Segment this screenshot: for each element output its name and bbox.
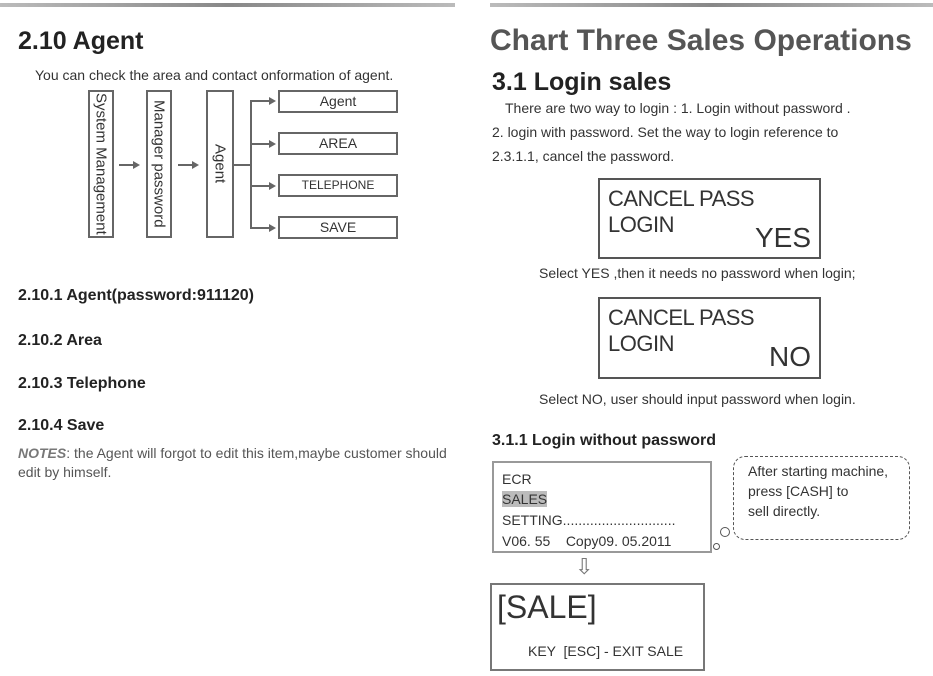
branch-line [250,100,252,228]
connector [250,143,269,145]
arrow-icon [269,182,276,190]
screen-cancel-pass-no: CANCEL PASS LOGIN NO [598,297,821,379]
connector [119,164,133,166]
screen-line: CANCEL PASS LOGIN [608,186,755,237]
body-line: 2. login with password. Set the way to l… [492,124,839,140]
thought-dot [713,543,720,550]
subsection-area: 2.10.2 Area [18,332,102,349]
connector [250,227,269,229]
menu-item-sales: SALES [502,491,548,507]
step-label: Manager password [150,100,168,228]
screen-value: NO [769,341,811,372]
sale-title: [SALE] [497,589,597,625]
screen-value: YES [754,222,811,253]
arrow-icon [269,97,276,105]
caption-yes: Select YES ,then it needs no password wh… [539,265,856,281]
arrow-icon [192,161,199,169]
subsection-agent: 2.10.1 Agent(password:911120) [18,287,254,304]
main-menu-screen: ECR SALES SETTING.......................… [492,461,712,553]
option-agent: Agent [278,90,398,113]
step-agent: Agent [206,90,234,238]
option-save: SAVE [278,216,398,239]
option-telephone: TELEPHONE [278,174,398,197]
arrow-icon [269,140,276,148]
version-line: V06. 55 Copy09. 05.2011 [502,533,672,549]
thought-bubble: After starting machine, press [CASH] to … [733,456,910,540]
header-rule-right [490,3,933,7]
arrow-icon [133,161,140,169]
sale-hint: KEY [ESC] - EXIT SALE [528,643,684,659]
menu-item-setting: SETTING............................. [502,512,676,528]
caption-no: Select NO, user should input password wh… [539,391,856,407]
step-label: Agent [211,144,229,184]
bubble-line: sell directly. [748,503,821,519]
connector [178,164,192,166]
step-manager-password: Manager password [146,90,172,238]
intro-text: You can check the area and contact onfor… [35,67,394,83]
screen-line: CANCEL PASS LOGIN [608,305,755,356]
connector [250,100,269,102]
connector [250,185,269,187]
chapter-title: Chart Three Sales Operations [490,24,912,57]
subsection-login-without-password: 3.1.1 Login without password [492,432,717,449]
down-arrow-icon: ⇩ [575,554,594,579]
notes-text: : the Agent will forgot to edit this ite… [18,445,447,480]
step-system-management: System Management [88,90,114,238]
connector [234,164,250,166]
sale-screen: [SALE] KEY [ESC] - EXIT SALE [490,583,705,671]
bubble-line: press [CASH] to [748,483,849,499]
bubble-line: After starting machine, [748,463,889,479]
thought-dot [720,527,730,537]
menu-item-ecr: ECR [502,471,532,487]
notes-label: NOTES [18,445,67,461]
body-line: 2.3.1.1, cancel the password. [492,148,675,164]
screen-cancel-pass-yes: CANCEL PASS LOGIN YES [598,178,821,259]
subsection-save: 2.10.4 Save [18,417,105,434]
section-title-login: 3.1 Login sales [492,68,672,96]
step-label: System Management [92,93,110,235]
body-line: There are two way to login : 1. Login wi… [505,100,851,116]
option-area: AREA [278,132,398,155]
header-rule-left [0,3,455,7]
subsection-telephone: 2.10.3 Telephone [18,375,146,392]
arrow-icon [269,224,276,232]
section-title: 2.10 Agent [18,27,144,55]
notes: NOTES: the Agent will forgot to edit thi… [18,444,458,482]
